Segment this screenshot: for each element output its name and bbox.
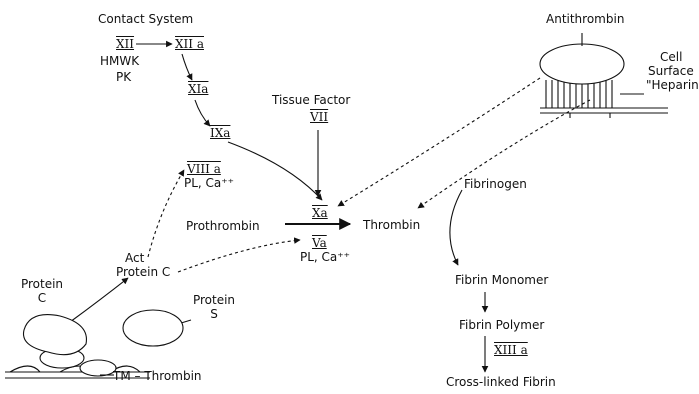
protein-s-label-line2: S <box>192 307 236 321</box>
pk-label: PK <box>116 70 131 84</box>
act-label: Act <box>125 251 144 265</box>
arrow-ixa-to-xa <box>228 142 322 200</box>
apc-inhibits-va <box>178 240 300 272</box>
factor-xia-label: XIa <box>188 82 208 96</box>
prothrombin-label: Prothrombin <box>186 219 260 233</box>
protein-c-label-line1: Protein <box>20 277 64 291</box>
surface-label: Surface <box>648 64 694 78</box>
arrow-fibrinogen-to-monomer <box>450 190 462 265</box>
tissue-factor-label: Tissue Factor <box>272 93 350 107</box>
activated-protein-c-label: Protein C <box>116 265 170 279</box>
tm-thrombin-label: TM – Thrombin <box>113 369 202 383</box>
fibrinogen-label: Fibrinogen <box>464 177 527 191</box>
antithrombin-inhibits-thrombin <box>418 100 590 208</box>
thrombin-label: Thrombin <box>363 218 420 232</box>
contact-system-label: Contact System <box>98 12 193 26</box>
antithrombin-label: Antithrombin <box>546 12 624 26</box>
factor-va-label: Va <box>312 236 327 250</box>
arrow-protein-c-to-apc <box>70 278 128 322</box>
pl-ca-label-1: PL, Ca⁺⁺ <box>184 176 234 190</box>
factor-viiia-label: VIII a <box>187 162 221 176</box>
heparin-label: "Heparin" <box>646 78 699 92</box>
factor-xa-label: Xa <box>312 206 328 220</box>
fibrin-monomer-label: Fibrin Monomer <box>455 273 548 287</box>
protein-c-label-line2: C <box>20 291 64 305</box>
protein-s-label: Protein S <box>192 293 236 321</box>
arrow-xiia-to-xia <box>182 54 192 80</box>
factor-xiia-label: XII a <box>175 37 204 51</box>
apc-inhibits-viiia <box>148 170 184 257</box>
factor-ixa-label: IXa <box>210 126 230 140</box>
protein-s-label-line1: Protein <box>192 293 236 307</box>
factor-xii-label: XII <box>116 37 134 51</box>
arrow-xia-to-ixa <box>195 100 210 126</box>
protein-c-label: Protein C <box>20 277 64 305</box>
factor-vii-label: VII <box>310 110 328 124</box>
hmwk-label: HMWK <box>100 54 139 68</box>
pl-ca-label-2: PL, Ca⁺⁺ <box>300 250 350 264</box>
factor-xiiia-label: XIII a <box>494 343 528 357</box>
cell-label: Cell <box>660 50 682 64</box>
cross-linked-fibrin-label: Cross-linked Fibrin <box>446 375 556 389</box>
fibrin-polymer-label: Fibrin Polymer <box>459 318 544 332</box>
endothelium-graphic <box>5 310 183 378</box>
